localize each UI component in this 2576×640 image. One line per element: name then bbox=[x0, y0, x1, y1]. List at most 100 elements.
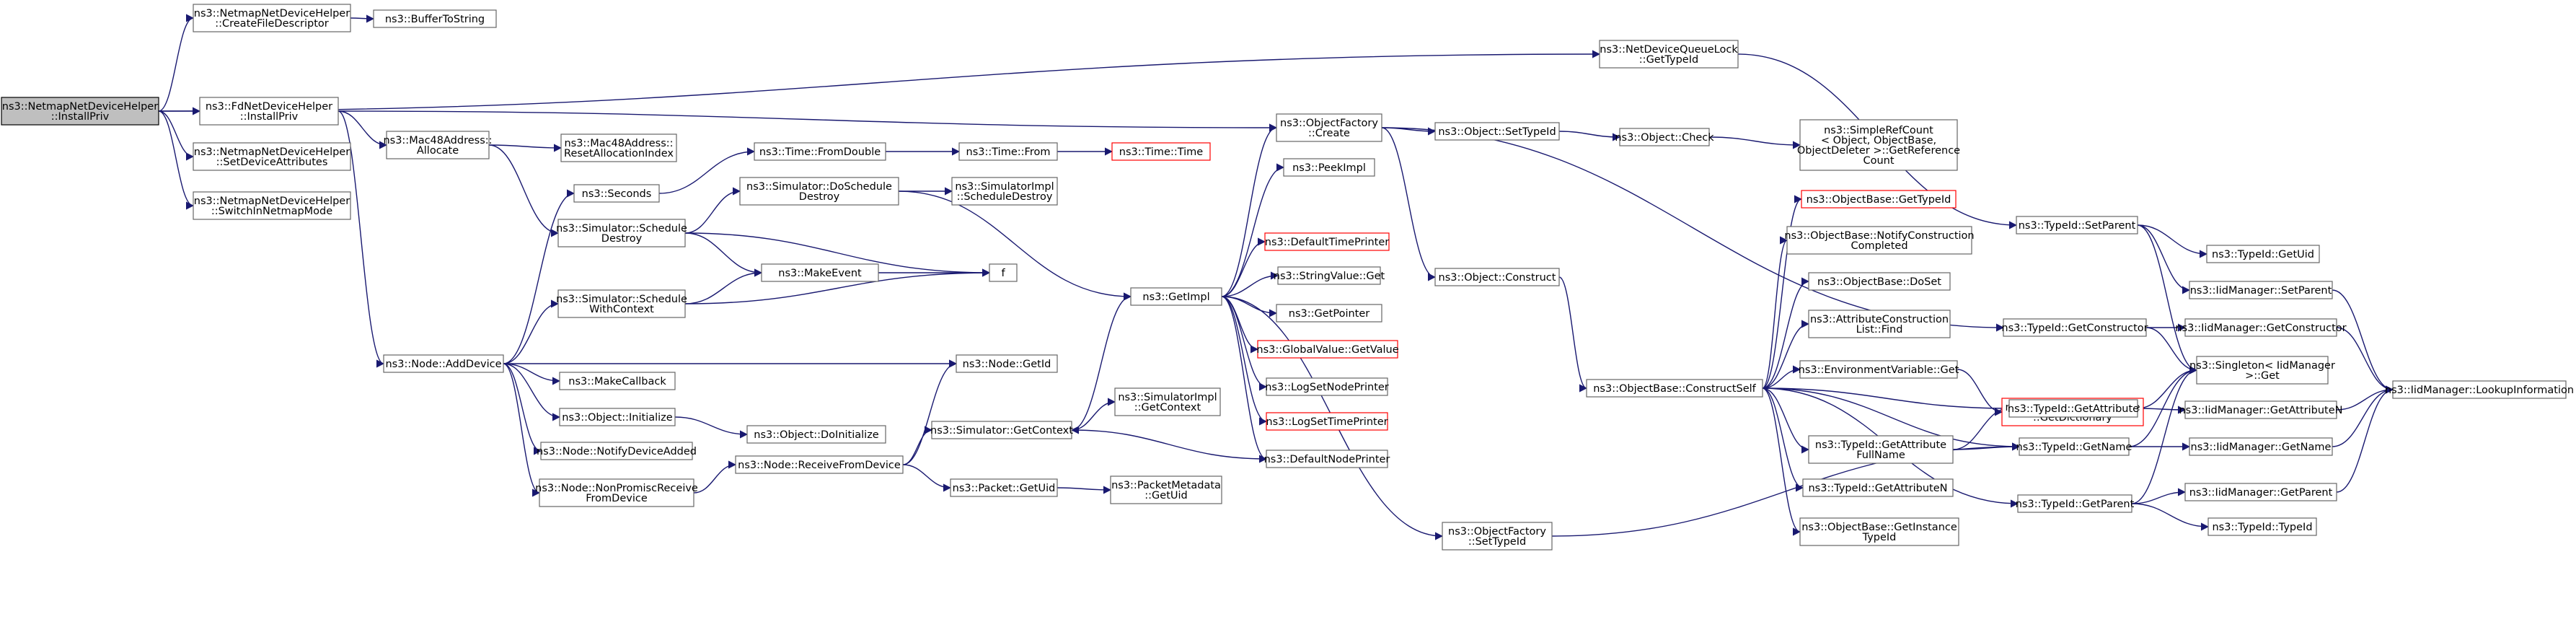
node-defNode[interactable]: ns3::DefaultNodePrinter bbox=[1264, 450, 1390, 468]
edge-addDev-to-seconds bbox=[503, 189, 575, 364]
node-obCS[interactable]: ns3::ObjectBase::ConstructSelf bbox=[1586, 379, 1763, 398]
node-recvFrom[interactable]: ns3::Node::ReceiveFromDevice bbox=[735, 455, 904, 474]
node-label-refcount-0: ns3::SimpleRefCount bbox=[1824, 125, 1933, 136]
node-getName[interactable]: ns3::TypeId::GetName bbox=[2016, 437, 2132, 456]
node-macreset[interactable]: ns3::Mac48Address::ResetAllocationIndex bbox=[560, 133, 677, 162]
node-label-getParent-0: ns3::TypeId::GetParent bbox=[2016, 499, 2135, 510]
node-logTime[interactable]: ns3::LogSetTimePrinter bbox=[1266, 412, 1388, 431]
node-label-singleton-0: ns3::Singleton< IidManager bbox=[2189, 360, 2335, 372]
node-iidName[interactable]: ns3::IidManager::GetName bbox=[2189, 437, 2333, 456]
node-switchin[interactable]: ns3::NetmapNetDeviceHelper::SwitchInNetm… bbox=[193, 191, 351, 220]
node-objCheck[interactable]: ns3::Object::Check bbox=[1615, 128, 1714, 146]
node-label-mkev-0: ns3::MakeEvent bbox=[778, 268, 862, 279]
node-schedD[interactable]: ns3::Simulator::ScheduleDestroy bbox=[556, 219, 687, 247]
node-envGet[interactable]: ns3::EnvironmentVariable::Get bbox=[1799, 360, 1959, 379]
node-setParent[interactable]: ns3::TypeId::SetParent bbox=[2016, 216, 2138, 234]
node-logNode[interactable]: ns3::LogSetNodePrinter bbox=[1265, 377, 1389, 396]
node-pmUid[interactable]: ns3::PacketMetadata::GetUid bbox=[1110, 475, 1222, 504]
node-label-getId-0: ns3::Node::GetId bbox=[963, 359, 1051, 370]
node-box-iidParent bbox=[2184, 483, 2337, 501]
node-mkev[interactable]: ns3::MakeEvent bbox=[761, 263, 879, 282]
node-fromDbl[interactable]: ns3::Time::FromDouble bbox=[754, 142, 886, 161]
node-label-logNode-0: ns3::LogSetNodePrinter bbox=[1265, 382, 1389, 393]
node-label-defNode-0: ns3::DefaultNodePrinter bbox=[1264, 454, 1390, 465]
node-box-defTime bbox=[1264, 232, 1390, 251]
node-label-attrFind-1: List::Find bbox=[1856, 324, 1903, 336]
node-setattrs[interactable]: ns3::NetmapNetDeviceHelper::SetDeviceAtt… bbox=[193, 142, 351, 171]
node-getId[interactable]: ns3::Node::GetId bbox=[956, 354, 1058, 373]
edge-fdinst-to-mac48 bbox=[338, 110, 388, 149]
node-box-seconds bbox=[573, 184, 660, 203]
node-ofSetTid[interactable]: ns3::ObjectFactory::SetTypeId bbox=[1442, 522, 1553, 551]
node-box-getCtx bbox=[931, 421, 1072, 439]
node-getAttr[interactable]: ns3::TypeId::GetAttribute bbox=[2008, 399, 2139, 418]
node-addDev[interactable]: ns3::Node::AddDevice bbox=[383, 354, 504, 373]
node-mac48[interactable]: ns3::Mac48Address::Allocate bbox=[383, 131, 493, 159]
node-label-tidTid-0: ns3::TypeId::TypeId bbox=[2212, 522, 2312, 533]
node-objFCreate[interactable]: ns3::ObjectFactory::Create bbox=[1276, 113, 1382, 142]
node-peek[interactable]: ns3::PeekImpl bbox=[1283, 158, 1375, 177]
node-getCons[interactable]: ns3::TypeId::GetConstructor bbox=[2001, 318, 2148, 337]
node-getCtx[interactable]: ns3::Simulator::GetContext bbox=[930, 421, 1073, 439]
edge-iidGetC-to-lookup bbox=[2336, 327, 2394, 394]
node-iidParent[interactable]: ns3::IidManager::GetParent bbox=[2184, 483, 2337, 501]
node-singleton[interactable]: ns3::Singleton< IidManager>::Get bbox=[2189, 356, 2335, 385]
node-defTime[interactable]: ns3::DefaultTimePrinter bbox=[1264, 232, 1390, 251]
node-obGetTid[interactable]: ns3::ObjectBase::GetTypeId bbox=[1801, 190, 1957, 209]
node-box-iidName bbox=[2189, 437, 2333, 456]
node-strGet[interactable]: ns3::StringValue::Get bbox=[1274, 266, 1385, 285]
edge-recvFrom-to-getId bbox=[902, 359, 958, 465]
node-getUid[interactable]: ns3::TypeId::GetUid bbox=[2206, 245, 2320, 263]
node-getImpl[interactable]: ns3::GetImpl bbox=[1130, 287, 1222, 306]
node-label-setTid-0: ns3::Object::SetTypeId bbox=[1438, 126, 1556, 138]
node-label-schedD-1: Destroy bbox=[601, 233, 643, 245]
node-implCtx[interactable]: ns3::SimulatorImpl::GetContext bbox=[1114, 387, 1221, 416]
node-iidGetC[interactable]: ns3::IidManager::GetConstructor bbox=[2175, 318, 2347, 337]
node-label-implCtx-1: ::GetContext bbox=[1134, 402, 1201, 413]
node-createfd[interactable]: ns3::NetmapNetDeviceHelper::CreateFileDe… bbox=[193, 4, 351, 32]
node-queuelock[interactable]: ns3::NetDeviceQueueLock::GetTypeId bbox=[1599, 40, 1739, 69]
node-root[interactable]: ns3::NetmapNetDeviceHelper::InstallPriv bbox=[1, 97, 159, 126]
node-timeFrom[interactable]: ns3::Time::From bbox=[958, 142, 1058, 161]
node-buf[interactable]: ns3::BufferToString bbox=[373, 9, 497, 28]
node-fdinst[interactable]: ns3::FdNetDeviceHelper::InstallPriv bbox=[199, 97, 339, 126]
node-label-objConst-0: ns3::Object::Construct bbox=[1439, 272, 1556, 284]
node-timeTime[interactable]: ns3::Time::Time bbox=[1111, 142, 1211, 161]
node-setTid[interactable]: ns3::Object::SetTypeId bbox=[1434, 122, 1560, 141]
node-obDoSet[interactable]: ns3::ObjectBase::DoSet bbox=[1808, 272, 1951, 291]
node-getAttrN[interactable]: ns3::TypeId::GetAttributeN bbox=[1802, 478, 1954, 497]
node-iidSetP[interactable]: ns3::IidManager::SetParent bbox=[2189, 281, 2333, 299]
node-getPtr[interactable]: ns3::GetPointer bbox=[1276, 304, 1382, 323]
node-iidAttrN[interactable]: ns3::IidManager::GetAttributeN bbox=[2179, 400, 2343, 419]
node-obNotify[interactable]: ns3::ObjectBase::NotifyConstructionCompl… bbox=[1784, 226, 1975, 255]
edge-getImpl-to-defNode bbox=[1221, 296, 1268, 463]
node-box-getId bbox=[956, 354, 1058, 373]
node-label-implSD-0: ns3::SimulatorImpl bbox=[955, 181, 1054, 193]
node-notify[interactable]: ns3::Node::NotifyDeviceAdded bbox=[537, 442, 697, 460]
node-mkcb[interactable]: ns3::MakeCallback bbox=[559, 372, 676, 390]
node-pktUid[interactable]: ns3::Packet::GetUid bbox=[950, 478, 1058, 497]
node-globGet[interactable]: ns3::GlobalValue::GetValue bbox=[1256, 340, 1399, 359]
node-f[interactable]: f bbox=[989, 263, 1018, 282]
node-lookup[interactable]: ns3::IidManager::LookupInformation bbox=[2385, 380, 2574, 399]
node-label-setParent-0: ns3::TypeId::SetParent bbox=[2019, 220, 2136, 232]
node-seconds[interactable]: ns3::Seconds bbox=[573, 184, 660, 203]
node-label-mac48-0: ns3::Mac48Address:: bbox=[383, 135, 492, 146]
node-doInit[interactable]: ns3::Object::DoInitialize bbox=[746, 425, 886, 444]
node-label-singleton-1: >::Get bbox=[2245, 370, 2280, 382]
node-implSD[interactable]: ns3::SimulatorImpl::ScheduleDestroy bbox=[951, 177, 1058, 206]
node-label-objFCreate-1: ::Create bbox=[1308, 128, 1350, 139]
node-objConst[interactable]: ns3::Object::Construct bbox=[1434, 268, 1560, 286]
node-objInit[interactable]: ns3::Object::Initialize bbox=[559, 408, 676, 426]
node-label-objInit-0: ns3::Object::Initialize bbox=[562, 412, 672, 424]
node-refcount[interactable]: ns3::SimpleRefCount< Object, ObjectBase,… bbox=[1797, 119, 1960, 171]
node-getParent[interactable]: ns3::TypeId::GetParent bbox=[2016, 494, 2135, 513]
edge-pktUid-to-pmUid bbox=[1057, 486, 1112, 494]
node-tidTid[interactable]: ns3::TypeId::TypeId bbox=[2207, 517, 2317, 536]
